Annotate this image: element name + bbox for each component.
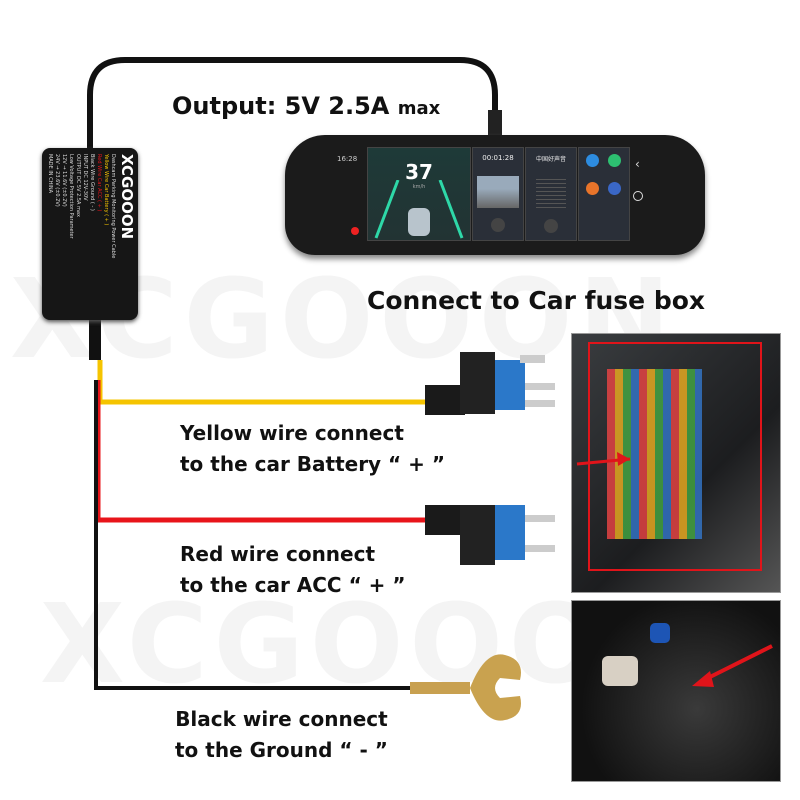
recording-panel: 00:01:28 <box>472 147 524 241</box>
module-origin: MADE IN CHINA <box>47 154 53 194</box>
module-output: OUTPUT DC 5V 2.5A max <box>75 154 81 217</box>
ground-point-photo <box>571 600 781 782</box>
black-wire <box>94 380 420 690</box>
speed-panel: 37 km/h <box>367 147 471 241</box>
yellow-wire <box>97 360 430 405</box>
module-product: Dashcam Parking Monitoring Power Cable <box>110 154 116 259</box>
rearview-mirror-dashcam: 16:28 37 km/h 00:01:28 中国好声音 ‹ <box>285 135 705 255</box>
radio-panel: 中国好声音 <box>525 147 577 241</box>
module-protection-title: Low Voltage Protection Parameter <box>68 154 74 239</box>
home-icon <box>633 191 643 201</box>
module-wire-red: Red Wire Car ACC ( + ) <box>96 154 102 212</box>
module-brand: XCGOOON <box>118 154 136 240</box>
apps-panel <box>578 147 630 241</box>
module-protection-12v: 12V → 11.6V (±0.2V) <box>61 154 67 207</box>
power-module: XCGOOON Dashcam Parking Monitoring Power… <box>42 148 138 320</box>
output-label: Output: 5V 2.5A max <box>172 92 441 120</box>
fuse-tap-red <box>425 505 555 565</box>
module-wire-black: Black Wire Ground ( - ) <box>89 154 95 211</box>
back-icon: ‹ <box>635 157 640 171</box>
record-icon <box>351 227 359 235</box>
module-protection-24v: 24V → 23.6V (±0.2V) <box>54 154 60 207</box>
fuse-box-title: Connect to Car fuse box <box>367 286 706 315</box>
module-wire-yellow: Yellow Wire Car Battery ( + ) <box>103 154 109 226</box>
output-cable <box>87 57 498 150</box>
fuse-box-photo <box>571 333 781 593</box>
ring-terminal <box>410 654 521 721</box>
module-input: INPUT DC 12V-30V <box>82 154 88 201</box>
screen-time: 16:28 <box>337 155 358 163</box>
fuse-tap-yellow <box>425 352 555 415</box>
output-plug <box>488 110 502 136</box>
